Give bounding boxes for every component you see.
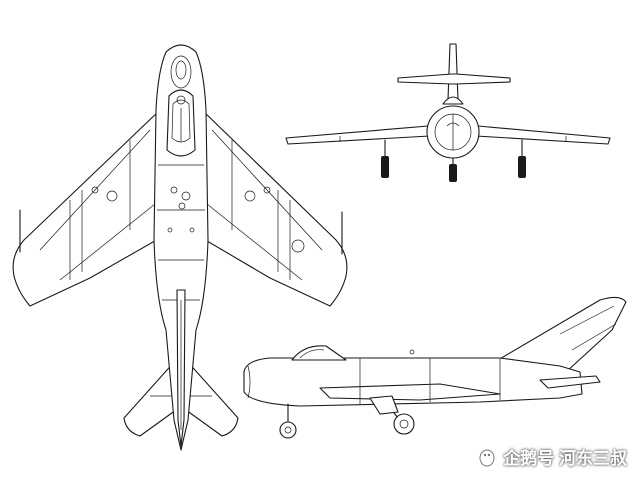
side-view-canopy	[291, 345, 347, 361]
front-view-stabilizer	[397, 73, 511, 85]
top-view-right-stabilizer	[185, 359, 239, 437]
side-view-landing-gear	[279, 395, 415, 439]
front-view	[285, 43, 611, 182]
penguin-logo-icon	[477, 447, 497, 467]
front-view-left-wing	[285, 125, 431, 145]
watermark-text: 企鹅号 河东三叔	[503, 449, 627, 468]
side-view-wing	[319, 383, 501, 401]
front-view-landing-gear	[381, 139, 526, 182]
top-view-left-stabilizer	[123, 359, 177, 437]
top-view-left-wing	[12, 109, 161, 307]
watermark: 企鹅号 河东三叔	[477, 444, 627, 469]
top-view	[12, 44, 348, 451]
side-view	[243, 296, 627, 439]
front-view-right-wing	[475, 125, 611, 145]
